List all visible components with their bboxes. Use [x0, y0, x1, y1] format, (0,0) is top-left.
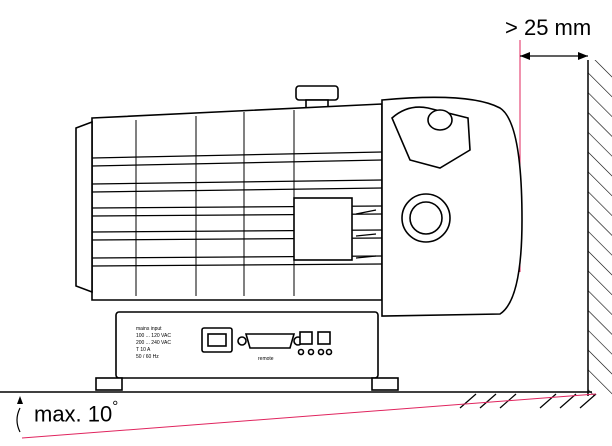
max-tilt-label: max. 10°: [34, 398, 119, 427]
tilt-arrow: [16, 396, 23, 433]
pump: [75, 85, 523, 391]
panel-fuse: T 10 A: [136, 347, 151, 353]
degree-symbol: °: [112, 398, 119, 415]
max-tilt-value: max. 10: [34, 401, 113, 427]
panel-labels: mains input 100 ... 120 VAC 200 ... 240 …: [136, 326, 274, 362]
wall: [587, 60, 612, 396]
panel-voltage-1: 100 ... 120 VAC: [136, 333, 171, 339]
panel-mains-input: mains input: [136, 326, 162, 332]
tilt-line: [21, 393, 597, 439]
panel-frequency: 50 / 60 Hz: [136, 354, 159, 360]
wall-clearance-label: > 25 mm: [505, 15, 592, 40]
clearance-dimension: [519, 40, 588, 272]
panel-voltage-2: 200 ... 240 VAC: [136, 340, 171, 346]
panel-remote: remote: [258, 356, 274, 362]
